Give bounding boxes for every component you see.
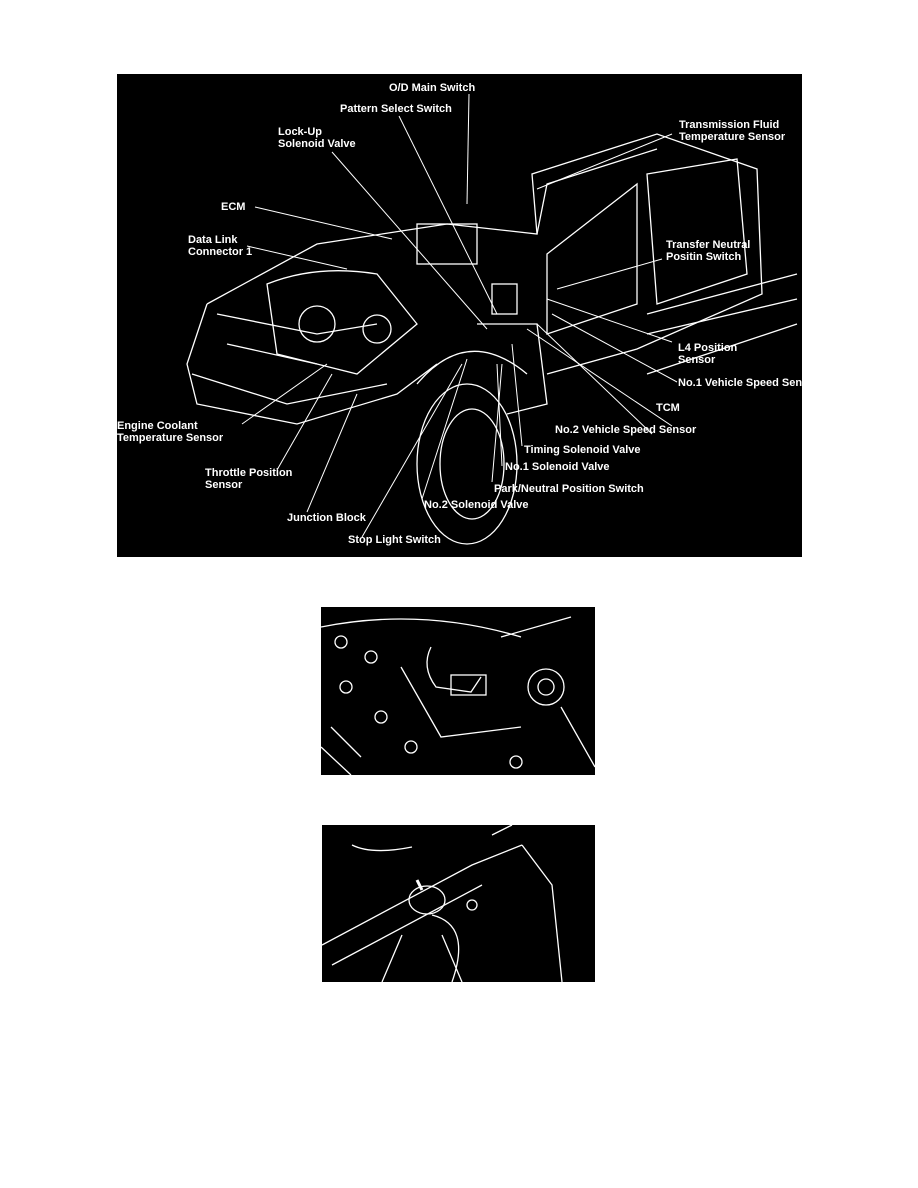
label-no1-solenoid-valve: No.1 Solenoid Valve <box>505 461 610 473</box>
label-lock-up-solenoid-valve: Lock-Up Solenoid Valve <box>278 126 356 150</box>
label-junction-block: Junction Block <box>287 512 366 524</box>
label-od-main-switch: O/D Main Switch <box>389 82 476 94</box>
transmission-line-art <box>321 616 595 775</box>
label-no2-vehicle-speed-sensor: No.2 Vehicle Speed Sensor <box>555 424 697 436</box>
label-stop-light-switch: Stop Light Switch <box>348 534 441 546</box>
label-ecm: ECM <box>221 201 246 213</box>
label-no2-solenoid-valve: No.2 Solenoid Valve <box>424 499 529 511</box>
frame-line-art <box>322 825 563 982</box>
component-locations-diagram: O/D Main Switch Pattern Select Switch Lo… <box>117 74 802 557</box>
label-tcm: TCM <box>656 402 680 414</box>
label-transfer-neutral-position-switch: Transfer Neutral Positin Switch <box>666 239 751 263</box>
label-park-neutral-position-switch: Park/Neutral Position Switch <box>494 483 644 495</box>
label-throttle-position-sensor: Throttle Position Sensor <box>205 467 293 491</box>
transmission-sensor-photo <box>321 607 595 775</box>
label-transmission-fluid-temperature-sensor: Transmission Fluid Temperature Sensor <box>679 119 786 143</box>
switch-location-photo <box>322 825 595 982</box>
label-no1-vehicle-speed-sensor: No.1 Vehicle Speed Sensor <box>678 377 802 389</box>
label-l4-position-sensor: L4 Position Sensor <box>678 342 738 366</box>
label-timing-solenoid-valve: Timing Solenoid Valve <box>524 444 641 456</box>
label-data-link-connector: Data Link Connector 1 <box>188 234 253 258</box>
label-engine-coolant-temperature-sensor: Engine Coolant Temperature Sensor <box>117 420 224 444</box>
label-pattern-select-switch: Pattern Select Switch <box>340 103 452 115</box>
truck-line-art <box>186 93 798 545</box>
